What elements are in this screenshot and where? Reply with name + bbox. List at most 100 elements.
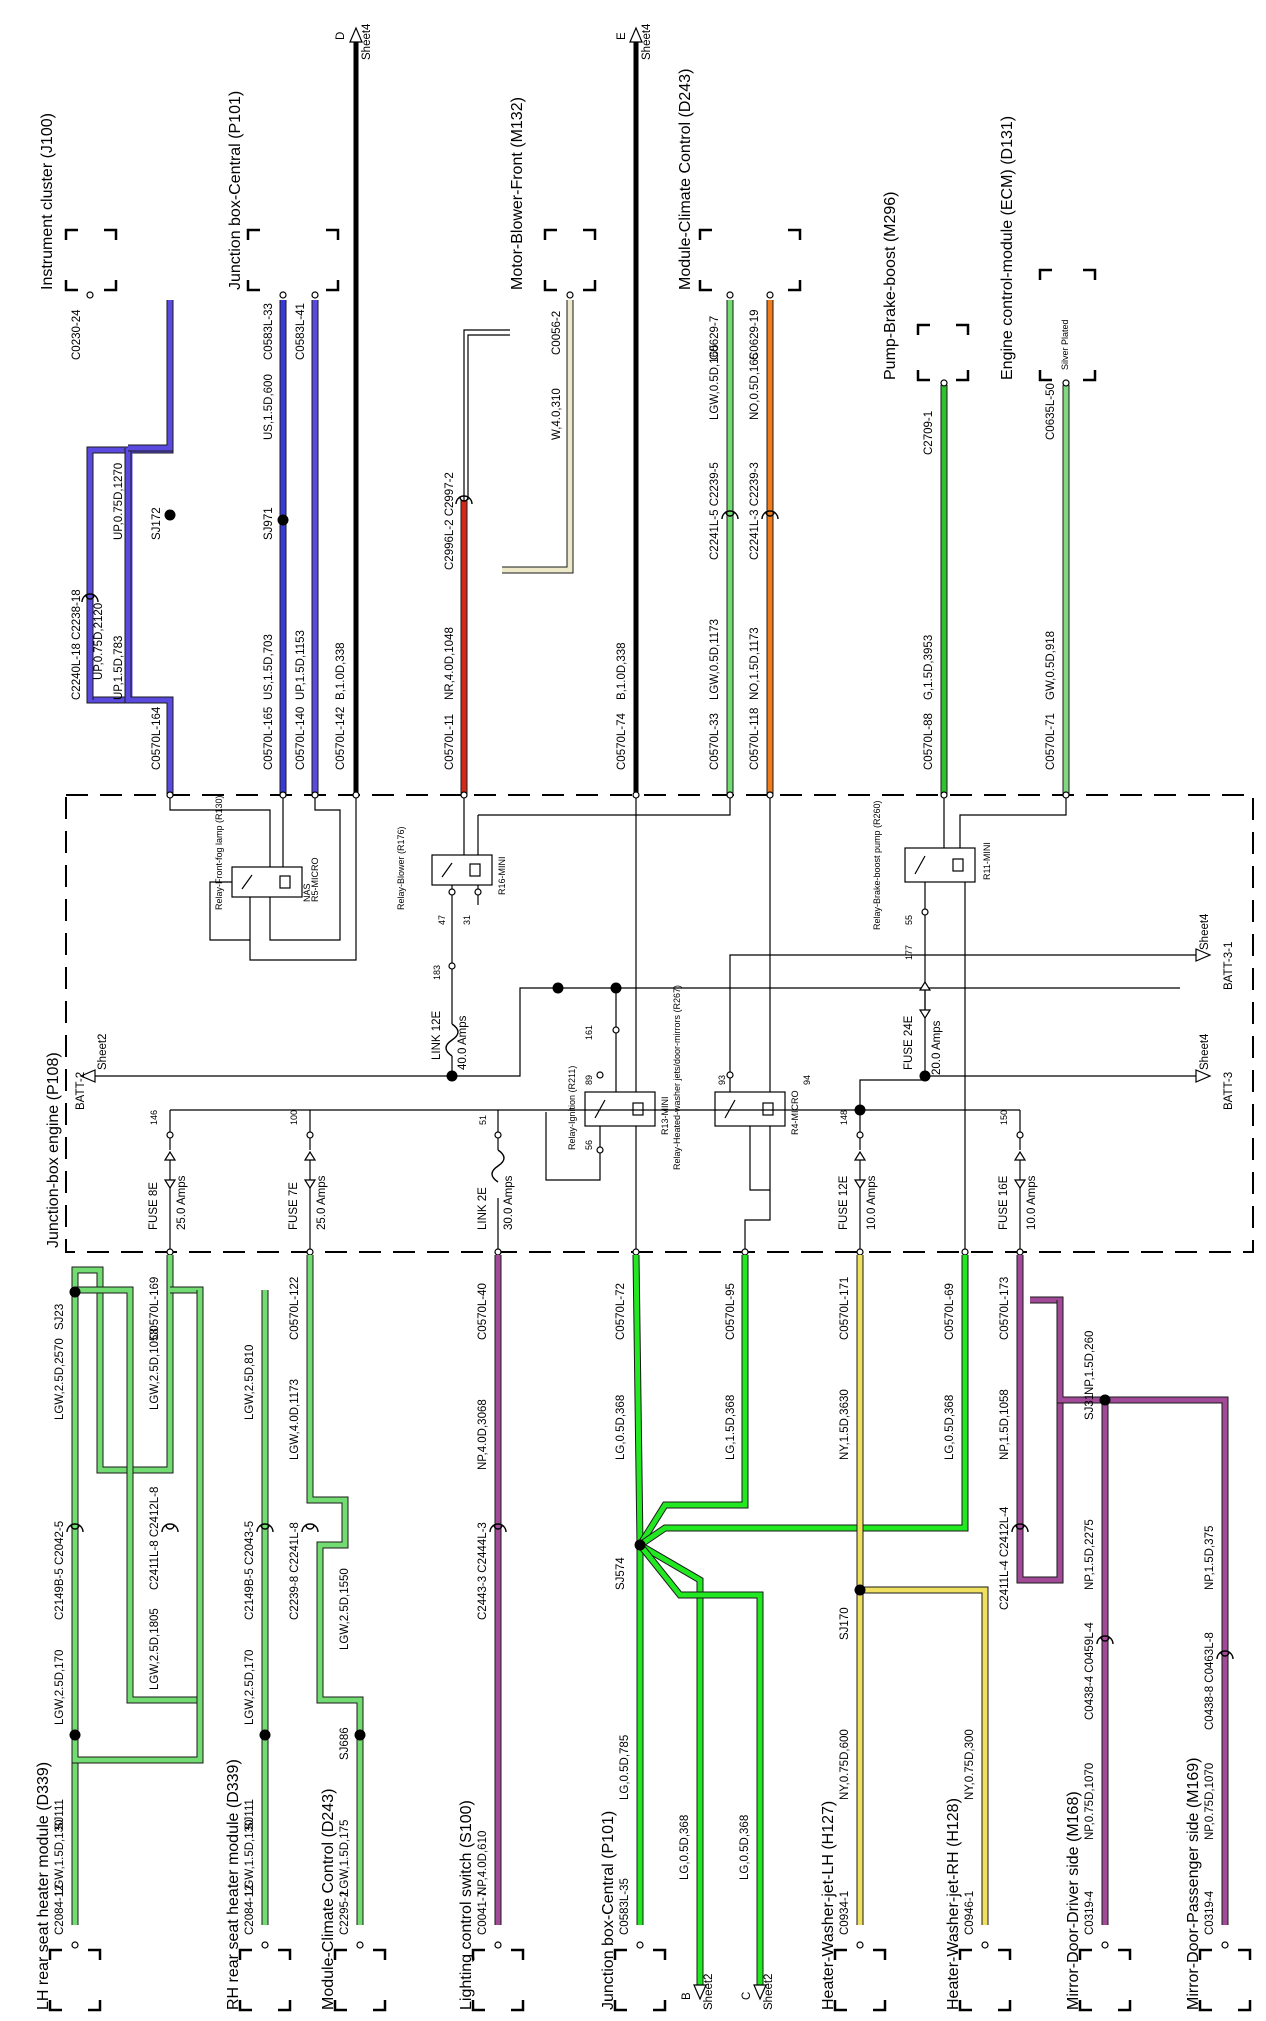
wire-c173-up-edge xyxy=(1056,1300,1105,1404)
fuse-8e-pin xyxy=(166,1131,174,1139)
lbl-link2e: LINK 2E xyxy=(477,1187,489,1230)
lbl-c40-pin: C0570L-40 xyxy=(477,1283,489,1340)
name-motor-blower: Motor-Blower-Front (M132) xyxy=(509,97,526,290)
lbl-sheet4-d: Sheet4 xyxy=(361,23,373,60)
box-top-pin-4 xyxy=(460,791,468,799)
relay-ign-switch xyxy=(594,1099,606,1119)
lbl-fuse-8e: FUSE 8E xyxy=(148,1182,160,1230)
box-bot-pin-5 xyxy=(856,1248,864,1256)
wire-c164-inner-edge xyxy=(124,448,174,795)
lbl-c0583-41: C0583L-41 xyxy=(295,303,307,360)
lbl-sj686: SJ686 xyxy=(339,1727,351,1760)
lbl-bottom-conn-0: C2084-12 xyxy=(54,1884,66,1935)
inline-c40 xyxy=(489,1523,507,1533)
lbl-c118-pin: C0570L-118 xyxy=(749,708,761,770)
inline-lh-seat2 xyxy=(161,1523,179,1533)
sheet4-e-arrow xyxy=(629,26,643,43)
junction-box-outline xyxy=(65,794,1254,1253)
lbl-mirror-drv-w1: NP,1.5D,2275 xyxy=(1084,1519,1096,1590)
node-988a xyxy=(552,982,564,994)
link-2e xyxy=(491,1149,505,1183)
fuse-12e-pin xyxy=(856,1131,864,1139)
lbl-pin94: 94 xyxy=(802,1075,812,1085)
box-top-pin-5 xyxy=(632,791,640,799)
wire-sheet-c xyxy=(638,1543,763,1985)
lbl-pin51: 51 xyxy=(478,1115,488,1125)
lbl-pin89: 89 xyxy=(584,1075,594,1085)
box-bot-pin-2 xyxy=(494,1248,502,1256)
name-bottom-4: Junction box-Central (P101) xyxy=(600,1811,617,2010)
inline-climate-bottom-inner xyxy=(305,1524,315,1530)
lbl-fuse-7e-rating: 25.0 Amps xyxy=(316,1175,328,1230)
wire-c69 xyxy=(638,1255,968,1548)
lbl-pin161: 161 xyxy=(584,1025,594,1040)
wire-c95 xyxy=(637,1255,748,1547)
wire-c164-hold xyxy=(127,450,170,703)
lbl-batt31: BATT-3-1 xyxy=(1223,942,1235,990)
pin-brake-pump xyxy=(940,379,948,387)
pin-bottom-7 xyxy=(1101,1941,1109,1949)
inline-climate-bottom xyxy=(301,1523,319,1533)
box-bot-pin-6 xyxy=(961,1248,969,1256)
lbl-c171-w1: NY,1.5D,3630 xyxy=(839,1389,851,1460)
splice-sj172 xyxy=(164,509,176,521)
wire-mirror-pass xyxy=(1105,1397,1228,1925)
lbl-c2709: C2709-1 xyxy=(923,411,935,455)
box-bot-pin-1 xyxy=(306,1248,314,1256)
relay-fog-switch xyxy=(241,874,253,890)
pin-climate-2 xyxy=(766,291,774,299)
lbl-lh-w4: LGW,2.5D,1805 xyxy=(149,1608,161,1690)
splice-sj170 xyxy=(854,1584,866,1596)
splice-sj23 xyxy=(69,1286,81,1298)
name-bottom-6: Heater-Washer-jet-RH (H128) xyxy=(945,1798,962,2010)
conn-instrument xyxy=(64,228,118,292)
lbl-fuse-16e: FUSE 16E xyxy=(998,1175,1010,1230)
lbl-c140-w1: UP,1.5D,1153 xyxy=(295,630,307,700)
lbl-fuse24e: FUSE 24E xyxy=(903,1015,915,1070)
lbl-batt2-sheet: Sheet2 xyxy=(97,1034,109,1070)
relay-brake-coil xyxy=(952,858,964,872)
pin-climate-1 xyxy=(726,291,734,299)
inline-mirror-drv xyxy=(1096,1635,1114,1645)
lbl-climate-w3: LGW,1.5D,175 xyxy=(339,1820,351,1895)
lbl-relay-brake: Relay-Brake-boost pump (R260) xyxy=(872,800,882,930)
lbl-c33-w1: LGW,0.5D,1173 xyxy=(709,619,721,700)
splice-sj31 xyxy=(1099,1394,1111,1406)
batt2-arrow xyxy=(79,1069,96,1083)
inline-rh-seat-inner xyxy=(260,1524,270,1530)
conn-bottom-3 xyxy=(471,1948,525,2012)
lbl-fuse-8e-rating: 25.0 Amps xyxy=(176,1175,188,1230)
lbl-sheet-b-wire: LG,0.5D,368 xyxy=(679,1815,691,1880)
lbl-c0583-33: C0583L-33 xyxy=(263,303,275,360)
lbl-sj172: SJ172 xyxy=(151,507,163,540)
relay-washer xyxy=(714,1091,786,1127)
lbl-c33-w2: LGW,0.5D,165 xyxy=(709,345,721,420)
pin-31 xyxy=(474,888,482,896)
int-fog-1 xyxy=(169,798,271,867)
lbl-c40-inline: C2443-3 C2444L-3 xyxy=(477,1522,489,1620)
int-fuse-bus xyxy=(170,1079,925,1111)
lbl-c142-w1: B,1.0D,338 xyxy=(335,642,347,700)
pin-89 xyxy=(596,1071,604,1079)
lbl-bottom-conn-6: C0946-1 xyxy=(964,1891,976,1935)
lbl-c118-inline: C2241L-3 C2239-3 xyxy=(749,462,761,560)
int-brake-2 xyxy=(959,798,1067,848)
lbl-fuse-7e: FUSE 7E xyxy=(288,1182,300,1230)
box-bot-pin-7 xyxy=(1016,1248,1024,1256)
inline-lh-seat-inner xyxy=(70,1524,80,1530)
lbl-c71-w1: GW,0.5D,918 xyxy=(1045,631,1057,700)
wire-blower-w xyxy=(502,300,573,573)
splice-sj686 xyxy=(354,1729,366,1741)
lbl-lh-sj111: SJ111 xyxy=(54,1799,66,1830)
relay-blower xyxy=(431,854,493,886)
lbl-rh-inline1: C2149B-5 C2043-5 xyxy=(244,1521,256,1620)
wire-c11-upper2 xyxy=(467,334,510,500)
int-blower-4 xyxy=(478,798,731,816)
lbl-fuse-12e-rating: 10.0 Amps xyxy=(866,1175,878,1230)
lbl-lh-inline1: C2149B-5 C2042-5 xyxy=(54,1521,66,1620)
lbl-bottom-conn-5: C0934-1 xyxy=(839,1891,851,1935)
lbl-c173-w1: NP,1.5D,1058 xyxy=(999,1389,1011,1460)
lbl-c40-w1: NP,4.0D,3068 xyxy=(477,1399,489,1470)
lbl-washer-rh-wire: NY,0.75D,300 xyxy=(964,1729,976,1800)
